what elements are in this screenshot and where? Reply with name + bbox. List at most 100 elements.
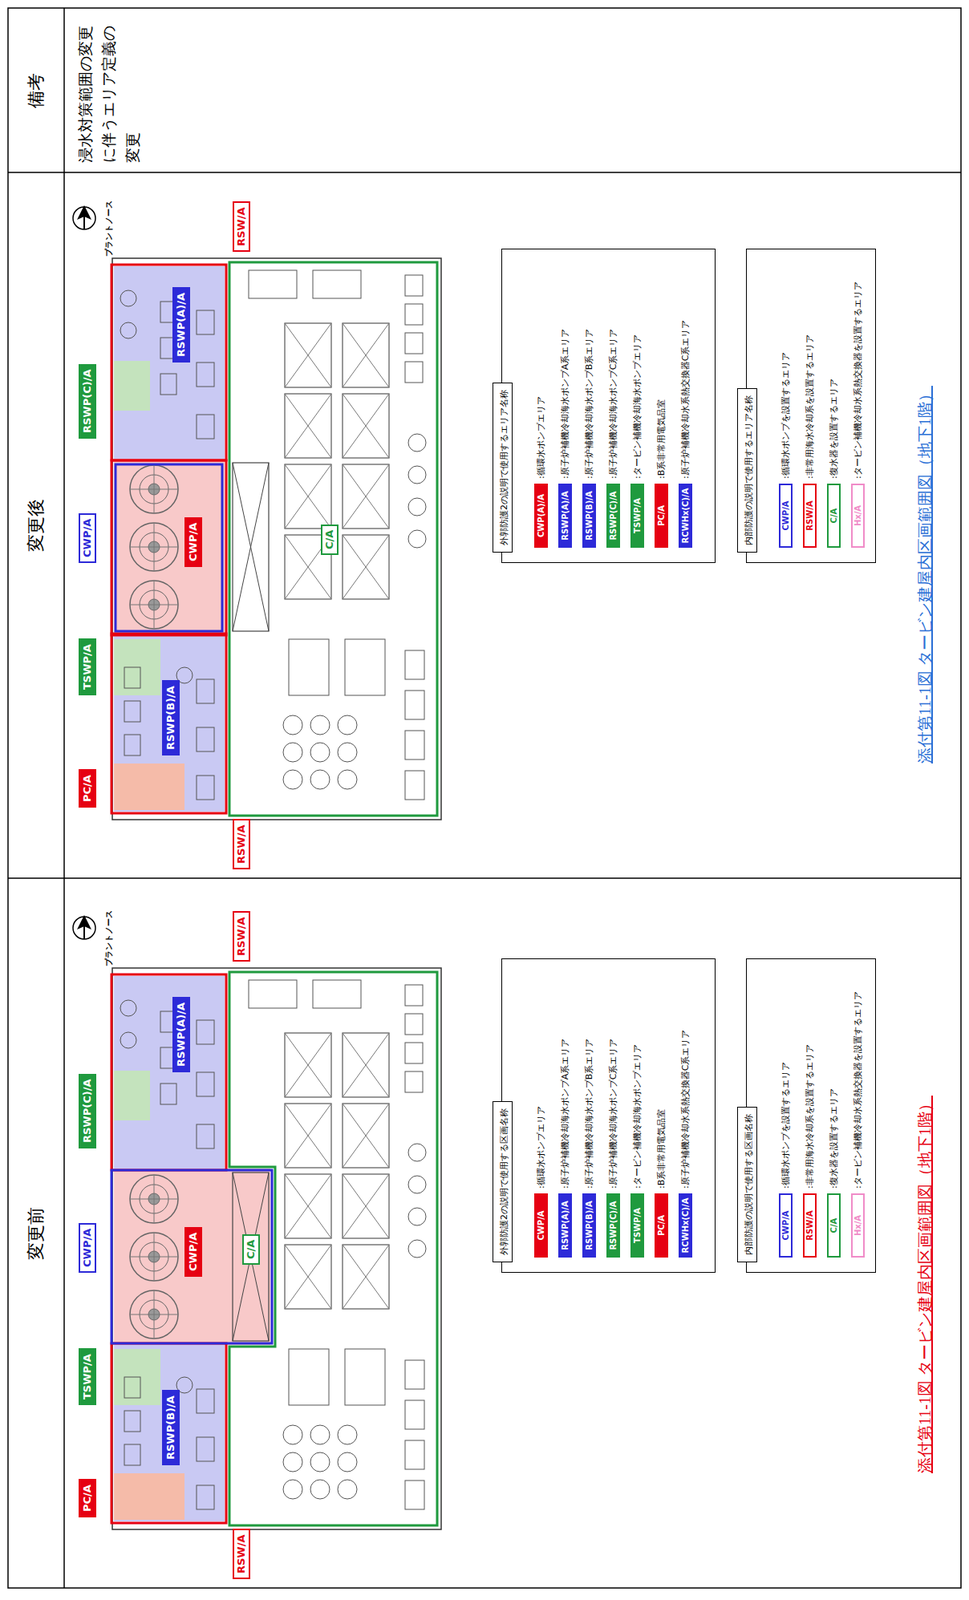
area-code: RSW/A	[235, 824, 248, 864]
plan-shape	[408, 530, 426, 548]
area-code: TSWP/A	[81, 644, 94, 690]
plan-shape	[342, 1033, 390, 1098]
area-tag: TSWP/A	[78, 1348, 97, 1406]
legend-code: TSWP/A	[632, 498, 642, 534]
plan-shape	[342, 1103, 390, 1168]
plan-shape	[120, 1032, 137, 1049]
legend-text: :原子炉補機冷却海水ポンプC系エリア	[607, 1038, 620, 1189]
floor-plan	[64, 170, 482, 876]
legend-code: RCWHx(C)/A	[681, 488, 690, 544]
plan-shape	[129, 547, 179, 548]
plan-shape	[284, 393, 332, 459]
area-tag: RSWP(C)/A	[78, 364, 97, 439]
north-label: プラントノース	[99, 200, 115, 257]
plan-shape	[312, 980, 361, 1009]
area-code: CWP/A	[186, 523, 199, 562]
legend-swatch: Hx/A	[851, 1193, 865, 1258]
north-label: プラントノース	[99, 910, 115, 967]
plan-shape	[405, 985, 423, 1006]
north-text: プラントノース	[104, 200, 114, 257]
legend-code: PC/A	[656, 1215, 666, 1237]
plan-shape	[312, 270, 361, 299]
area-code: CWP/A	[186, 1232, 199, 1272]
plan-shape	[113, 360, 151, 411]
plan-shape	[111, 633, 227, 814]
legend-text: :原子炉補機冷却海水ポンプA系エリア	[559, 1038, 572, 1189]
area-code: RSWP(A)/A	[174, 1002, 187, 1067]
plan-shape	[284, 1103, 332, 1168]
plan-shape	[124, 1410, 141, 1432]
plan-shape	[284, 464, 332, 529]
plan-shape	[405, 770, 425, 800]
plan-shape	[129, 1314, 179, 1316]
plan-shape	[113, 763, 185, 811]
legend-row: C/A:復水器を設置するエリア	[827, 1088, 841, 1258]
plan-shape	[129, 580, 179, 629]
north-text: プラントノース	[104, 910, 114, 967]
legend-text: :復水器を設置するエリア	[827, 378, 840, 479]
plan-shape	[120, 290, 137, 307]
plan-shape	[111, 1343, 227, 1524]
plan-shape	[232, 462, 269, 632]
plan-shape	[129, 1199, 179, 1201]
plan-shape	[113, 1473, 185, 1521]
legend-title: 外郭防護2の説明で使用する区画名称	[498, 1108, 510, 1256]
legend-swatch: RSW/A	[802, 483, 817, 548]
plan-shape	[342, 1103, 390, 1168]
legend-code: RSWP(A)/A	[560, 490, 570, 541]
plan-shape	[344, 639, 386, 696]
area-tag: C/A	[320, 524, 339, 556]
legend-swatch: RCWHx(C)/A	[678, 1193, 693, 1258]
plan-shape	[229, 262, 438, 816]
legend-row: RSWP(A)/A:原子炉補機冷却海水ポンプA系エリア	[558, 328, 572, 548]
header-cell: 備考	[8, 8, 65, 173]
legend-row: RCWHx(C)/A :原子炉補機冷却水系熱交換器C系エリア	[678, 320, 693, 548]
plan-shape	[405, 1480, 425, 1510]
plan-shape	[342, 535, 390, 600]
legend-row: CWP/A:循環水ポンプエリア	[534, 1106, 548, 1258]
plan-shape	[405, 332, 423, 354]
plan-shape	[342, 1244, 390, 1310]
legend-swatch: RSWP(A)/A	[558, 483, 572, 548]
plan-shape	[284, 464, 332, 529]
legend-frame: 外郭防護2の説明で使用するエリア名称CWP(A)/A:循環水ポンプエリアRSWP…	[501, 248, 716, 564]
plan-shape	[229, 972, 438, 1526]
plan-shape	[196, 1389, 215, 1414]
plan-shape	[337, 742, 357, 763]
legend-title: 内部防護の説明で使用する区画名称	[743, 1114, 755, 1256]
legend-row: RSWP(C)/A:原子炉補機冷却海水ポンプC系エリア	[606, 1038, 621, 1258]
area-code: TSWP/A	[81, 1354, 94, 1400]
legend-text: :原子炉補機冷却水系熱交換器C系エリア	[679, 320, 692, 479]
area-tag: PC/A	[78, 769, 97, 808]
legend-row: RSWP(B)/A:原子炉補機冷却海水ポンプB系エリア	[582, 328, 596, 548]
plan-shape	[129, 604, 179, 606]
legend-row: TSWP/A:タービン補機冷却海水ポンプエリア	[630, 334, 645, 548]
plan-shape	[232, 1172, 269, 1342]
column-header: 備考	[24, 72, 49, 109]
area-code: RSWP(A)/A	[174, 292, 187, 357]
plan-shape	[196, 1485, 215, 1510]
legend-code: Hx/A	[853, 1215, 863, 1237]
plan-shape	[232, 462, 269, 632]
legend-swatch: RSWP(B)/A	[582, 483, 596, 548]
plan-shape	[113, 1070, 151, 1121]
plan-shape	[284, 1244, 332, 1310]
legend-title-box: 外郭防護2の説明で使用するエリア名称	[492, 382, 513, 553]
legend-swatch: CWP/A	[778, 1193, 793, 1258]
plan-shape	[113, 1349, 161, 1406]
legend-title-box: 内部防護の説明で使用する区画名称	[737, 1106, 758, 1263]
area-tag: C/A	[242, 1234, 260, 1265]
plan-shape	[288, 1349, 329, 1406]
area-tag: CWP/A	[184, 517, 203, 568]
plan-shape	[310, 1452, 330, 1472]
area-tag: CWP/A	[78, 1223, 97, 1274]
plan-shape	[196, 727, 215, 752]
legend-code: C/A	[829, 508, 839, 524]
legend-text: :タービン補機冷却水系熱交換器を設置するエリア	[851, 281, 864, 479]
legend-code: TSWP/A	[632, 1208, 642, 1244]
plan-shape	[113, 1168, 271, 1346]
caption-text: 添付第11-1図 タービン建屋内区画範囲図（地下1階）	[916, 385, 934, 764]
plan-shape	[342, 393, 390, 459]
plan-shape	[112, 968, 442, 1530]
area-code: PC/A	[81, 774, 94, 803]
